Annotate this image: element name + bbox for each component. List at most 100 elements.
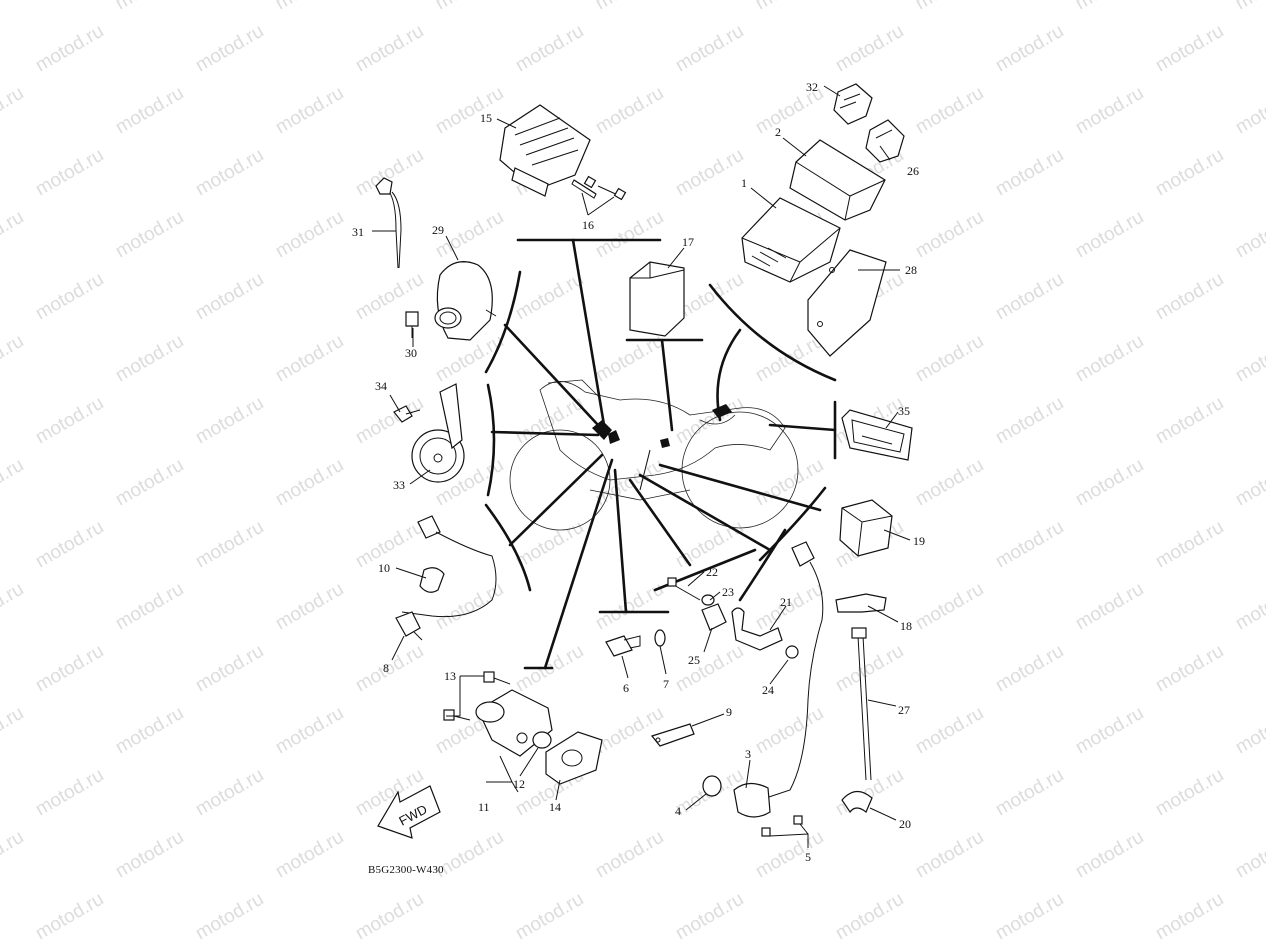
part-30-bolt — [405, 311, 419, 338]
callout-25: 25 — [688, 653, 700, 667]
watermark-text: motod.ru — [592, 579, 667, 635]
watermark-text: motod.ru — [912, 703, 987, 759]
callout-13: 13 — [444, 669, 456, 683]
callout-18: 18 — [900, 619, 912, 633]
watermark-text: motod.ru — [192, 517, 267, 573]
watermark-text: motod.ru — [32, 269, 107, 325]
callout-leaders — [372, 85, 911, 848]
watermark-text: motod.ru — [272, 827, 347, 883]
watermark-text: motod.ru — [1072, 83, 1147, 139]
part-22-bolt — [667, 577, 701, 601]
watermark-text: motod.ru — [672, 145, 747, 201]
part-17-relay — [629, 261, 685, 337]
watermark-text: motod.ru — [1232, 703, 1266, 759]
watermark-text: motod.ru — [672, 21, 747, 77]
callout-1: 1 — [741, 176, 747, 190]
watermark-text: motod.ru — [272, 579, 347, 635]
callout-23: 23 — [722, 585, 734, 599]
watermark-text: motod.ru — [1232, 579, 1266, 635]
watermark-text: motod.ru — [0, 579, 27, 635]
watermark-text: motod.ru — [192, 641, 267, 697]
watermark-text: motod.ru — [512, 269, 587, 325]
part-13-screws — [443, 671, 511, 721]
watermark-text: motod.ru — [1152, 765, 1227, 821]
watermark-text: motod.ru — [1072, 207, 1147, 263]
watermark-text: motod.ru — [432, 83, 507, 139]
callout-35: 35 — [898, 404, 910, 418]
watermark-text: motod.ru — [1072, 0, 1147, 14]
watermark-text: motod.ru — [592, 0, 667, 14]
callout-3: 3 — [745, 747, 751, 761]
watermark-text: motod.ru — [272, 331, 347, 387]
watermark-text: motod.ru — [912, 207, 987, 263]
watermark-text: motod.ru — [592, 207, 667, 263]
watermark-text: motod.ru — [1232, 331, 1266, 387]
watermark-text: motod.ru — [1232, 0, 1266, 14]
callout-33: 33 — [393, 478, 405, 492]
watermark-text: motod.ru — [192, 269, 267, 325]
watermark-text: motod.ru — [912, 455, 987, 511]
callout-31: 31 — [352, 225, 364, 239]
watermark-text: motod.ru — [1072, 579, 1147, 635]
callout-8: 8 — [383, 661, 389, 675]
watermark-text: motod.ru — [112, 207, 187, 263]
part-16-bolts — [571, 175, 627, 201]
watermark-text: motod.ru — [512, 517, 587, 573]
watermark-text: motod.ru — [272, 83, 347, 139]
watermark-text: motod.ru — [432, 0, 507, 14]
watermark-text: motod.ru — [992, 641, 1067, 697]
watermark-text: motod.ru — [0, 207, 27, 263]
callout-10: 10 — [378, 561, 390, 575]
watermark-text: motod.ru — [592, 455, 667, 511]
callout-16: 16 — [582, 218, 594, 232]
watermark-text: motod.ru — [32, 21, 107, 77]
part-1-cdi — [741, 197, 841, 283]
watermark-text: motod.ru — [1152, 21, 1227, 77]
watermark-text: motod.ru — [912, 827, 987, 883]
watermark-text: motod.ru — [592, 827, 667, 883]
watermark-text: motod.ru — [192, 889, 267, 945]
part-15-rectifier — [499, 104, 591, 197]
callout-20: 20 — [899, 817, 911, 831]
watermark-text: motod.ru — [272, 455, 347, 511]
part-18-clamp — [835, 593, 887, 613]
callout-28: 28 — [905, 263, 917, 277]
watermark-text: motod.ru — [0, 83, 27, 139]
part-25-holder — [701, 603, 727, 631]
watermark-text: motod.ru — [192, 21, 267, 77]
watermark-text: motod.ru — [112, 827, 187, 883]
watermark-text: motod.ru — [912, 331, 987, 387]
part-35-display — [841, 409, 913, 461]
callout-19: 19 — [913, 534, 925, 548]
callout-5: 5 — [805, 850, 811, 864]
callout-30: 30 — [405, 346, 417, 360]
callout-27: 27 — [898, 703, 910, 717]
watermark-text: motod.ru — [112, 331, 187, 387]
watermark-text: motod.ru — [112, 703, 187, 759]
watermark-text: motod.ru — [112, 83, 187, 139]
callout-34: 34 — [375, 379, 387, 393]
part-4-o-ring — [702, 775, 722, 797]
watermark-text: motod.ru — [1232, 455, 1266, 511]
watermark-text: motod.ru — [32, 517, 107, 573]
part-32-connector — [833, 83, 873, 125]
watermark-text: motod.ru — [0, 331, 27, 387]
watermark-text: motod.ru — [1232, 83, 1266, 139]
watermark-text: motod.ru — [1072, 331, 1147, 387]
callout-11: 11 — [478, 800, 490, 814]
callout-15: 15 — [480, 111, 492, 125]
callout-32: 32 — [806, 80, 818, 94]
watermark-text: motod.ru — [672, 641, 747, 697]
watermark-text: motod.ru — [192, 145, 267, 201]
watermark-text: motod.ru — [1072, 827, 1147, 883]
watermark-text: motod.ru — [32, 145, 107, 201]
watermark-text: motod.ru — [112, 0, 187, 14]
watermark-text: motod.ru — [352, 641, 427, 697]
motorcycle-outline — [509, 379, 799, 531]
callout-4: 4 — [675, 804, 681, 818]
watermark-text: motod.ru — [672, 889, 747, 945]
part-33-horn — [411, 383, 465, 483]
part-5-screws — [761, 815, 803, 837]
watermark-text: motod.ru — [1072, 703, 1147, 759]
